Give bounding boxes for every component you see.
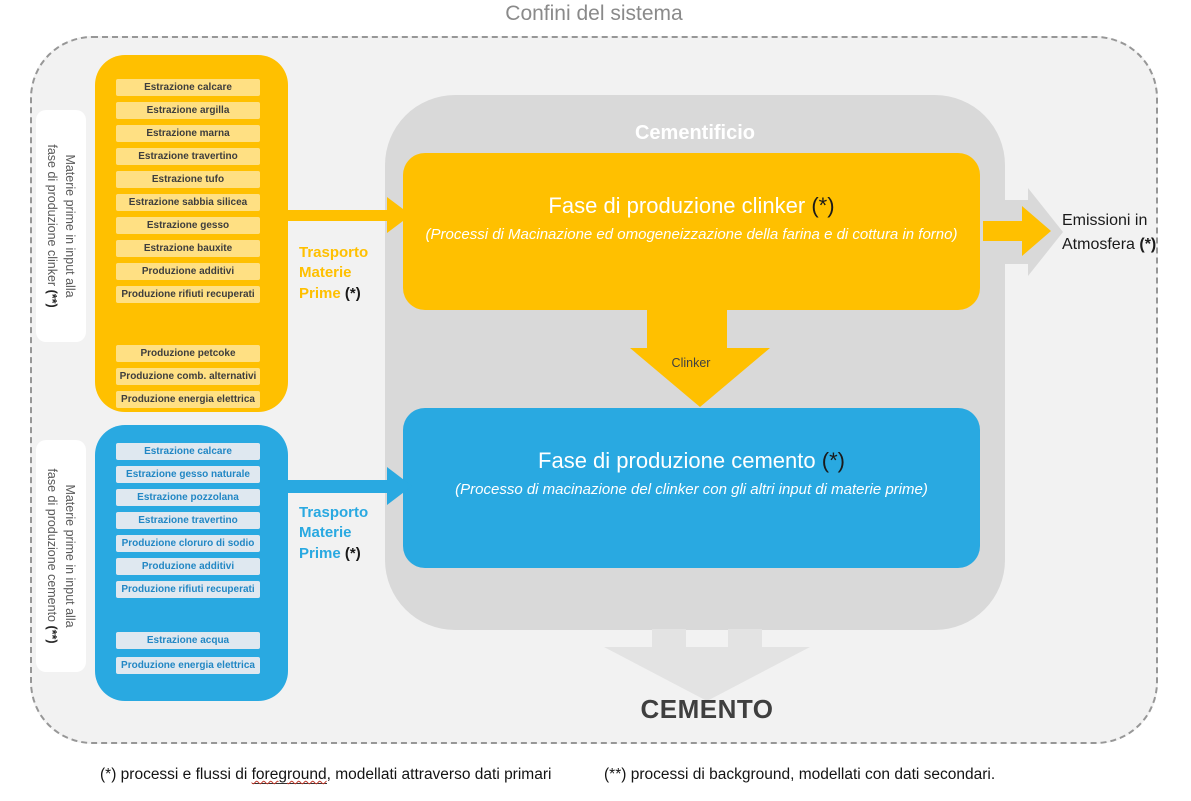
cement-input-item: Estrazione calcare (116, 443, 260, 460)
clinker-phase-marker: (*) (811, 193, 835, 218)
transport-cement-label: Trasporto Materie Prime (*) (299, 503, 368, 564)
clinker-phase-title: Fase di produzione clinker (*) (403, 193, 980, 219)
footnote-background: (**) processi di background, modellati c… (604, 766, 996, 783)
clinker-inputs-vertical-label: Materie prime in input alla fase di prod… (36, 110, 86, 342)
cementificio-title: Cementificio (634, 122, 756, 144)
footnote-text: , modellati attraverso dati primari (326, 766, 552, 783)
transport-label-line-text: Prime (299, 544, 345, 562)
asterisk-marker: (*) (344, 284, 361, 302)
clinker-phase-title-text: Fase di produzione clinker (548, 193, 812, 218)
asterisk-marker: (*) (1139, 236, 1157, 253)
vertical-label-line: Materie prime in input alla (63, 154, 78, 298)
cement-phase-title-text: Fase di produzione cemento (538, 448, 822, 473)
cement-inputs-vertical-label-text: Materie prime in input alla fase di prod… (43, 441, 79, 671)
vertical-label-line: Materie prime in input alla (63, 484, 78, 628)
clinker-input-item: Estrazione travertino (116, 148, 260, 165)
transport-label-line: Prime (*) (299, 544, 368, 564)
clinker-input-item: Produzione rifiuti recuperati (116, 286, 260, 303)
clinker-input-item: Estrazione bauxite (116, 240, 260, 257)
cement-phase-marker: (*) (821, 448, 845, 473)
double-asterisk-marker: (**) (45, 289, 59, 308)
vertical-label-line: fase di produzione clinker (**) (43, 111, 61, 341)
clinker-input-item: Produzione additivi (116, 263, 260, 280)
cement-output-label: CEMENTO (640, 694, 774, 724)
clinker-phase-box: Fase di produzione clinker (*) (Processi… (403, 153, 980, 310)
transport-label-line: Trasporto (299, 504, 369, 521)
footnote-foreground: (*) processi e flussi di foreground, mod… (100, 766, 551, 784)
cement-input-item: Produzione rifiuti recuperati (116, 581, 260, 598)
emissions-label-line-text: Atmosfera (1062, 236, 1140, 253)
cement-input-item: Estrazione gesso naturale (116, 466, 260, 483)
transport-label-line: Materie (299, 524, 352, 542)
emissions-label-line: Atmosfera (*) (1062, 233, 1156, 257)
double-asterisk-marker: (**) (45, 625, 59, 644)
clinker-input-item: Estrazione argilla (116, 102, 260, 119)
cement-input-item: Estrazione travertino (116, 512, 260, 529)
transport-label-line: Trasporto (299, 244, 369, 261)
cement-phase-subtitle: (Processo di macinazione del clinker con… (455, 481, 928, 498)
transport-label-line: Prime (*) (299, 284, 368, 304)
vertical-label-line-text: fase di produzione cemento (45, 468, 59, 626)
cement-phase-box: Fase di produzione cemento (*) (Processo… (403, 408, 980, 568)
cement-input-item: Produzione cloruro di sodio (116, 535, 260, 552)
clinker-energy-item: Produzione energia elettrica (116, 391, 260, 408)
clinker-input-item: Estrazione tufo (116, 171, 260, 188)
vertical-label-line: fase di produzione cemento (**) (43, 441, 61, 671)
cement-inputs-vertical-label: Materie prime in input alla fase di prod… (36, 440, 86, 672)
clinker-flow-label: Clinker (671, 356, 711, 370)
cement-input-item: Produzione additivi (116, 558, 260, 575)
cement-energy-item: Estrazione acqua (116, 632, 260, 649)
emissions-label: Emissioni in Atmosfera (*) (1062, 209, 1156, 257)
emissions-label-line: Emissioni in (1062, 212, 1148, 229)
clinker-input-item: Estrazione gesso (116, 217, 260, 234)
system-boundary-title: Confini del sistema (505, 2, 683, 25)
cement-inputs-box: Estrazione calcare Estrazione gesso natu… (95, 425, 288, 701)
transport-clinker-label: Trasporto Materie Prime (*) (299, 243, 368, 304)
footnote-text: (*) processi e flussi di (100, 766, 252, 783)
cement-input-item: Estrazione pozzolana (116, 489, 260, 506)
clinker-inputs-vertical-label-text: Materie prime in input alla fase di prod… (43, 111, 79, 341)
asterisk-marker: (*) (344, 544, 361, 562)
clinker-phase-subtitle: (Processi di Macinazione ed omogeneizzaz… (425, 226, 958, 243)
clinker-input-item: Estrazione calcare (116, 79, 260, 96)
transport-label-line-text: Prime (299, 284, 345, 302)
clinker-inputs-box: Estrazione calcare Estrazione argilla Es… (95, 55, 288, 412)
vertical-label-line-text: fase di produzione clinker (45, 144, 59, 290)
cement-phase-title: Fase di produzione cemento (*) (403, 448, 980, 474)
clinker-input-item: Estrazione marna (116, 125, 260, 142)
clinker-input-item: Estrazione sabbia silicea (116, 194, 260, 211)
cement-energy-item: Produzione energia elettrica (116, 657, 260, 674)
transport-label-line: Materie (299, 264, 352, 282)
clinker-energy-item: Produzione petcoke (116, 345, 260, 362)
footnote-underlined-word: foreground (251, 766, 327, 784)
clinker-energy-item: Produzione comb. alternativi (116, 368, 260, 385)
